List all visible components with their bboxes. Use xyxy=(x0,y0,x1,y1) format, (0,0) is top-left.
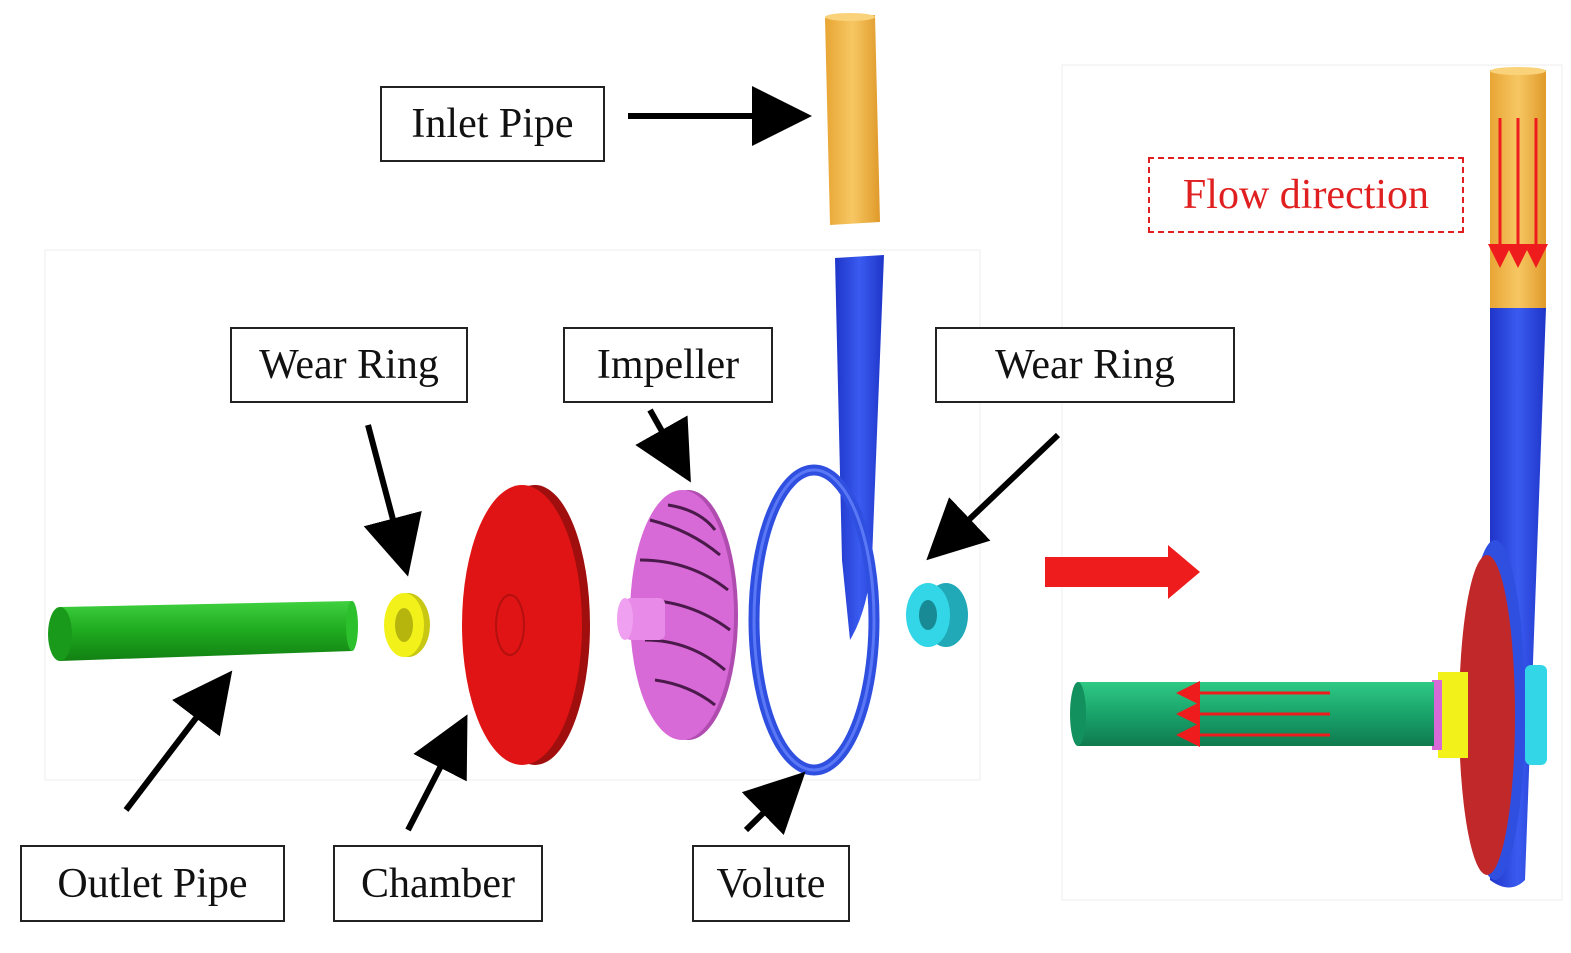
inlet-pipe-label: Inlet Pipe xyxy=(380,86,605,162)
outlet-pipe-arrow xyxy=(123,670,233,812)
flow-direction-label: Flow direction xyxy=(1148,157,1464,233)
wear-ring-left-label: Wear Ring xyxy=(230,327,468,403)
impeller-part xyxy=(617,490,738,740)
volute-label: Volute xyxy=(692,845,850,922)
wear-ring-right-label: Wear Ring xyxy=(935,327,1235,403)
wear-ring-left-arrow xyxy=(363,424,422,577)
chamber-arrow xyxy=(405,714,468,832)
impeller-arrow xyxy=(635,408,691,483)
volute-arrow xyxy=(741,771,806,836)
wear-ring-left-part xyxy=(384,593,430,657)
impeller-label: Impeller xyxy=(563,327,773,403)
chamber-part xyxy=(462,485,590,765)
assembly-arrow xyxy=(1045,545,1200,599)
chamber-label: Chamber xyxy=(333,845,543,922)
wear-ring-right-part xyxy=(906,583,968,647)
volute-part xyxy=(748,255,884,776)
inlet-pipe-part xyxy=(825,13,880,225)
assembled-view-frame xyxy=(1061,64,1563,901)
outlet-pipe-label: Outlet Pipe xyxy=(20,845,285,922)
outlet-pipe-part xyxy=(48,601,358,661)
wear-ring-right-arrow xyxy=(926,432,1061,561)
